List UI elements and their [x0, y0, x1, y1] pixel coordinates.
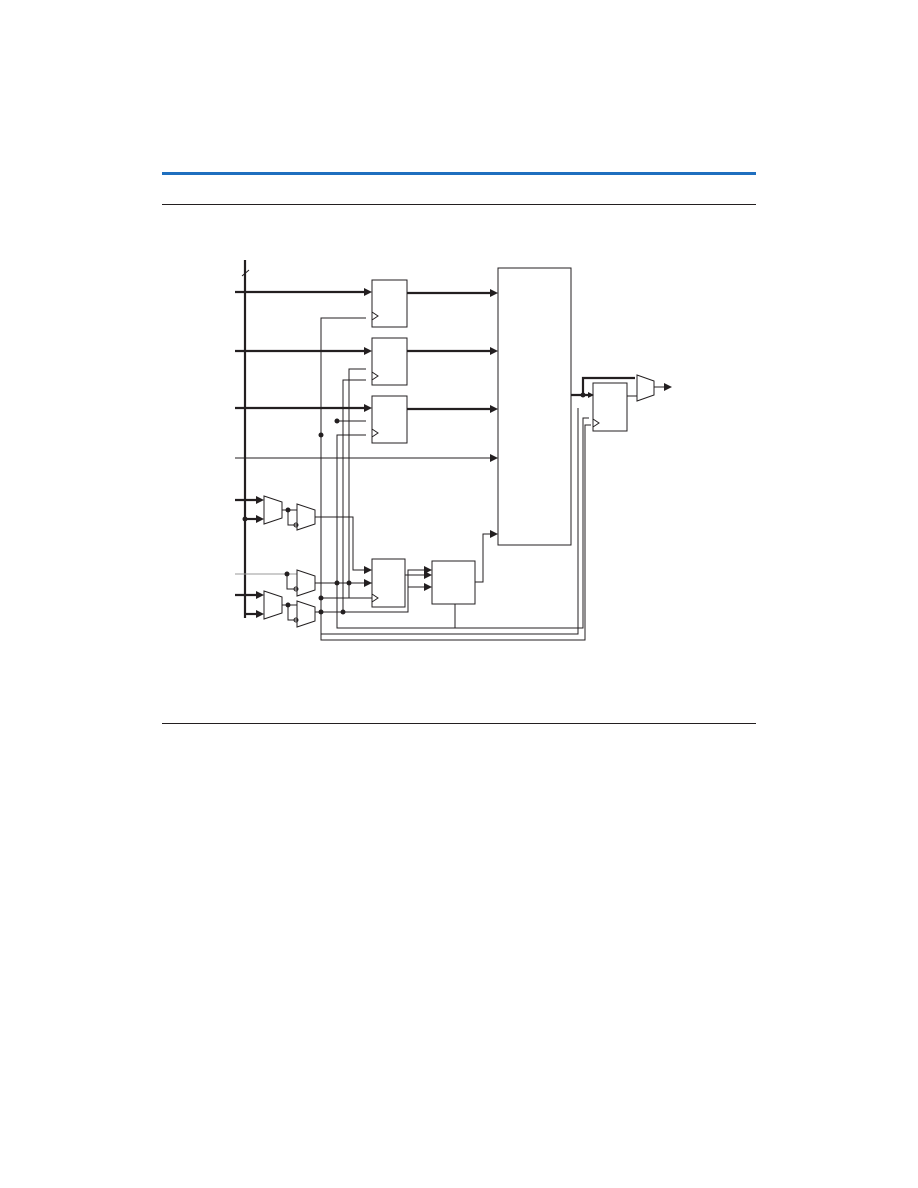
output-line	[654, 383, 672, 391]
header-accent-rule	[162, 172, 756, 175]
central-block	[497, 267, 572, 546]
input-line-4	[235, 454, 498, 462]
register-output-2	[407, 347, 498, 355]
lower-register	[371, 558, 406, 608]
clock-marker	[371, 371, 379, 381]
clock-marker	[371, 311, 379, 321]
clock-marker	[371, 593, 379, 603]
input-register-2	[371, 337, 408, 386]
input-register-1	[371, 279, 408, 328]
input-line-2	[235, 347, 372, 355]
control-wires	[318, 317, 591, 641]
clock-marker	[371, 428, 379, 438]
register-output-1	[407, 289, 498, 297]
register-output-3	[407, 405, 498, 413]
small-block	[431, 560, 476, 605]
figure-top-rule	[162, 204, 756, 205]
figure-bottom-rule	[162, 723, 756, 724]
input-line-1	[235, 288, 372, 296]
small-block-to-central	[475, 530, 498, 583]
input-register-3	[371, 395, 408, 444]
central-to-output-wires	[570, 376, 637, 545]
lower-register-to-small-block	[405, 571, 432, 591]
input-line-3	[235, 404, 372, 412]
input-bus	[241, 260, 250, 618]
clock-marker	[592, 418, 600, 428]
mux-group-1	[235, 495, 372, 574]
output-mux	[636, 374, 655, 402]
